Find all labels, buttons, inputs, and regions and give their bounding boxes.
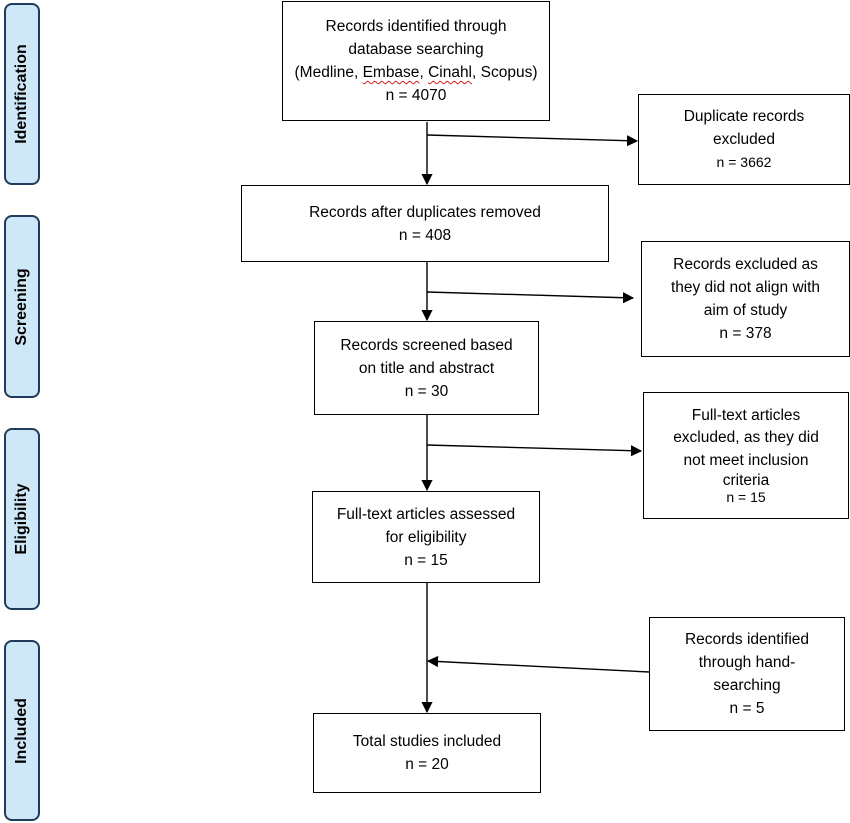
box-total-included: Total studies included n = 20 <box>313 713 541 793</box>
box-line: Records identified through <box>325 18 507 35</box>
box-line: database searching <box>348 41 484 58</box>
box-assessed: Full-text articles assessed for eligibil… <box>312 491 540 583</box>
stage-screening: Screening <box>4 215 40 398</box>
box-line: Full-text articles <box>691 406 801 424</box>
box-line: not meet inclusion <box>683 451 809 469</box>
box-count: n = 15 <box>726 489 766 506</box>
box-count: n = 3662 <box>716 154 772 170</box>
box-line: Records identified <box>684 631 810 648</box>
box-fulltext-excluded: Full-text articles excluded, as they did… <box>643 392 849 519</box>
box-not-aligned-excluded: Records excluded as they did not align w… <box>641 241 850 357</box>
box-count: n = 4070 <box>385 87 447 104</box>
box-after-duplicates: Records after duplicates removed n = 408 <box>241 185 609 262</box>
text-fragment: , <box>419 64 429 81</box>
stage-eligibility: Eligibility <box>4 428 40 610</box>
arrow-to-fulltext-excluded <box>426 444 643 457</box>
box-count: n = 408 <box>398 226 452 244</box>
arrow-to-not-aligned-excluded <box>426 291 635 304</box>
box-line: criteria <box>722 472 770 490</box>
box-line: on title and abstract <box>358 359 495 377</box>
box-hand-searching: Records identified through hand- searchi… <box>649 617 845 731</box>
box-count: n = 30 <box>404 382 449 400</box>
text-fragment: , Scopus) <box>472 64 538 81</box>
box-line: Records screened based <box>340 336 513 354</box>
text-fragment: (Medline, <box>294 64 363 81</box>
box-screened: Records screened based on title and abst… <box>314 321 539 415</box>
stage-included: Included <box>4 640 40 821</box>
box-line: Duplicate records <box>683 108 805 125</box>
arrow-hand-searching-in <box>426 655 650 673</box>
spellcheck-word: Cinahl <box>428 64 473 81</box>
box-line: excluded, as they did <box>673 429 819 447</box>
box-line: excluded <box>712 131 776 148</box>
box-line: Records after duplicates removed <box>309 203 541 221</box>
box-count: n = 20 <box>405 756 449 773</box>
box-count: n = 378 <box>719 325 772 342</box>
spellcheck-word: Embase <box>362 64 420 81</box>
box-line: aim of study <box>703 302 788 319</box>
stage-identification: Identification <box>4 3 40 185</box>
box-line: they did not align with <box>670 279 821 296</box>
box-line: Total studies included <box>352 733 502 750</box>
box-count: n = 15 <box>404 551 448 569</box>
box-line-databases: (Medline, Embase, Cinahl, Scopus) <box>295 61 538 84</box>
box-count: n = 5 <box>729 700 765 717</box>
arrow-to-duplicates-excluded <box>426 134 639 147</box>
box-line: Records excluded as <box>673 256 818 273</box>
box-duplicates-excluded: Duplicate records excluded n = 3662 <box>638 94 850 185</box>
box-line: for eligibility <box>385 528 467 546</box>
box-line: through hand- <box>698 654 796 671</box>
box-line: searching <box>713 677 781 694</box>
box-line: Full-text articles assessed <box>336 505 516 523</box>
box-records-identified: Records identified through database sear… <box>282 1 550 121</box>
